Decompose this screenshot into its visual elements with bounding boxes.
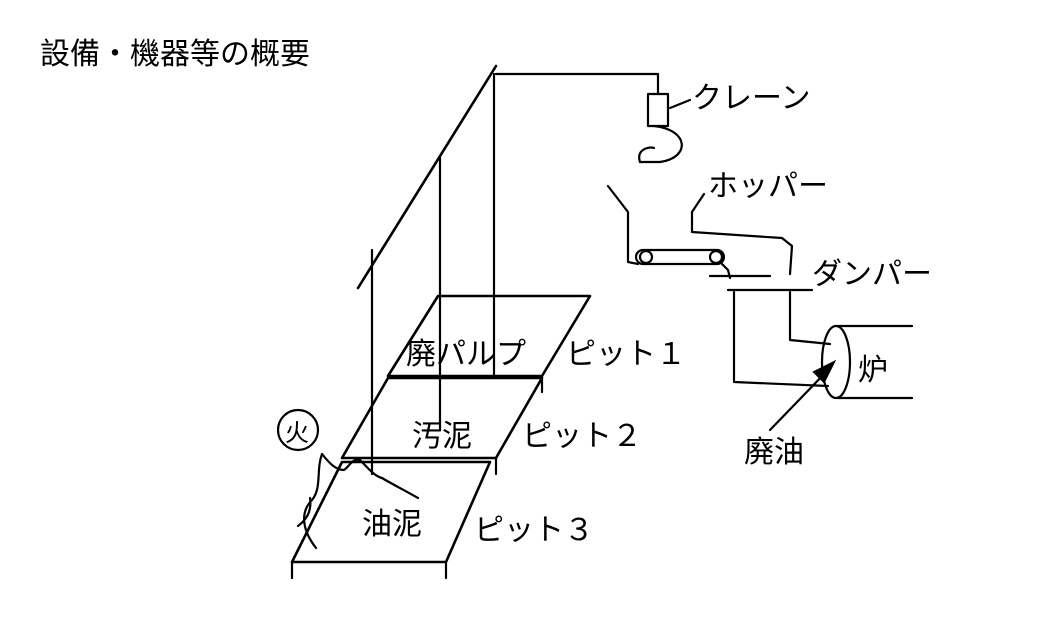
crane-label: クレーン xyxy=(692,81,811,116)
waste-oil-arrow-icon xyxy=(768,359,837,432)
pit-3-label: ピット３ xyxy=(474,513,594,548)
damper-plates xyxy=(708,274,814,292)
damper-label: ダンパー xyxy=(812,257,932,292)
duct-shape xyxy=(732,290,832,388)
pit-3-material: 油泥 xyxy=(362,507,422,542)
fire-label: 火 xyxy=(285,419,309,447)
crane-cable xyxy=(494,72,660,96)
furnace-cylinder xyxy=(820,324,914,400)
crane-hook-icon xyxy=(638,92,683,164)
waste-oil-label: 廃油 xyxy=(744,435,804,470)
furnace-label: 炉 xyxy=(858,353,888,388)
fire-symbol-icon: 火 xyxy=(276,408,320,452)
pit-3-outline xyxy=(290,460,492,580)
pit-1-label: ピット１ xyxy=(566,337,686,372)
diagram-title: 設備・機器等の概要 xyxy=(40,37,310,72)
hopper-label: ホッパー xyxy=(708,169,828,204)
flame-smoke-icon xyxy=(296,452,420,550)
pit-2-label: ピット２ xyxy=(522,419,642,454)
building-frame xyxy=(356,64,498,476)
pit-2-outline xyxy=(340,376,544,476)
pit-2-material: 汚泥 xyxy=(412,419,472,454)
crane-leader-line xyxy=(668,98,692,110)
pit-1-material: 廃パルプ xyxy=(406,337,526,372)
hopper-shape xyxy=(606,184,794,280)
